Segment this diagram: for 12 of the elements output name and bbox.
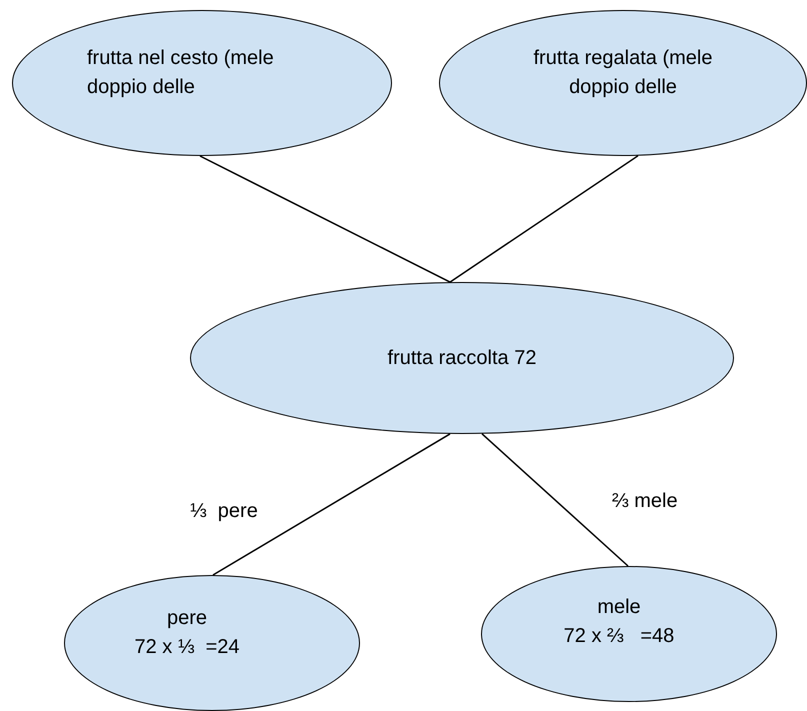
node-text: frutta raccolta 72 — [388, 346, 536, 370]
connector-line — [200, 155, 450, 283]
edge-label: ⅓ pere — [190, 500, 258, 523]
node-text: mele — [597, 595, 641, 620]
node-text: 72 x ⅓ =24 — [134, 635, 240, 660]
node-text: 72 x ⅔ =48 — [564, 624, 674, 649]
connector-line — [450, 155, 638, 283]
connector-line — [482, 433, 628, 567]
node-text: frutta nel cesto (mele doppio delle — [87, 46, 275, 100]
node-text: pere — [166, 606, 207, 631]
connector-line — [212, 433, 450, 576]
node-text: frutta regalata (mele doppio delle — [532, 46, 714, 100]
